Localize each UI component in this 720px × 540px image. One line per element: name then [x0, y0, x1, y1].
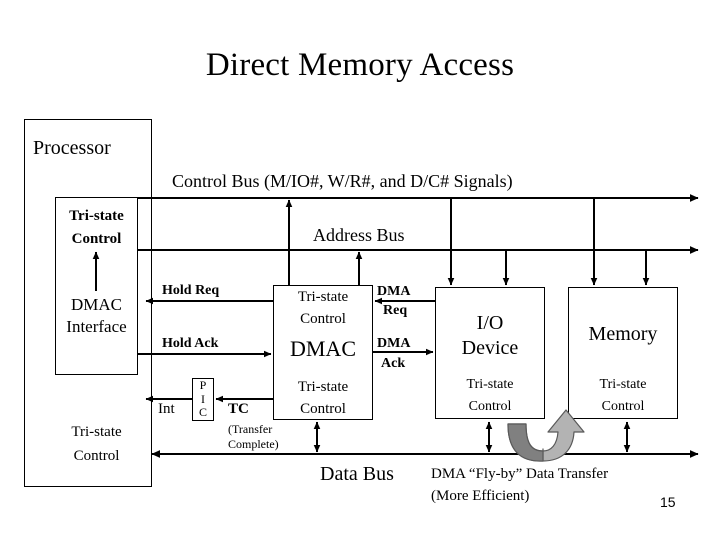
tc-label: TC	[228, 401, 249, 417]
io-device-label-line2: Device	[461, 337, 519, 359]
memory-label: Memory	[588, 323, 658, 345]
dma-req-label-line1: DMA	[377, 284, 411, 299]
tc-note-line2: Complete)	[228, 437, 279, 451]
memory-tristate-line2: Control	[601, 399, 645, 414]
dmac-interface-label-line2: Interface	[66, 317, 127, 336]
data-bus-label: Data Bus	[320, 463, 394, 485]
dmac-tristate-top-line2: Control	[300, 311, 346, 327]
hold-req-label: Hold Req	[162, 283, 220, 298]
dmac-interface-label-line1: DMAC	[70, 295, 122, 314]
pic-label-p: P	[199, 378, 207, 392]
pic-label-i: I	[201, 392, 205, 406]
memory-box	[568, 287, 678, 419]
io-device-box	[435, 287, 545, 419]
pic-box	[192, 378, 214, 421]
pic-label-c: C	[198, 405, 207, 419]
processor-tristate-inner-box	[55, 197, 138, 375]
io-device-tristate-line1: Tri-state	[466, 377, 514, 392]
int-label: Int	[158, 401, 175, 417]
flyby-annotation-line1: DMA “Fly-by” Data Transfer	[431, 466, 609, 482]
memory-tristate-line1: Tri-state	[599, 377, 647, 392]
page-number: 15	[660, 494, 676, 510]
control-bus-label: Control Bus (M/IO#, W/R#, and D/C# Signa…	[172, 171, 513, 191]
dma-req-label-line2: Req	[383, 303, 408, 318]
page-title: Direct Memory Access	[205, 47, 515, 83]
processor-tristate-label-line2: Control	[71, 231, 122, 247]
address-bus-label: Address Bus	[313, 225, 405, 245]
dmac-box	[273, 285, 373, 420]
dma-ack-label-line2: Ack	[381, 356, 406, 371]
io-device-tristate-line2: Control	[468, 399, 512, 414]
dmac-tristate-top-line1: Tri-state	[297, 289, 349, 305]
dmac-label: DMAC	[289, 336, 356, 361]
tc-note-line1: (Transfer	[228, 422, 273, 436]
processor-tristate-bottom-line2: Control	[73, 448, 120, 464]
processor-label: Processor	[33, 137, 111, 159]
dma-ack-label-line1: DMA	[377, 336, 411, 351]
io-device-label-line1: I/O	[476, 312, 504, 334]
dmac-tristate-bottom-line1: Tri-state	[297, 379, 349, 395]
processor-tristate-label-line1: Tri-state	[69, 208, 124, 224]
processor-tristate-bottom-line1: Tri-state	[71, 424, 122, 440]
flyby-annotation-line2: (More Efficient)	[431, 488, 530, 504]
dmac-tristate-bottom-line2: Control	[300, 401, 346, 417]
hold-ack-label: Hold Ack	[162, 336, 219, 351]
